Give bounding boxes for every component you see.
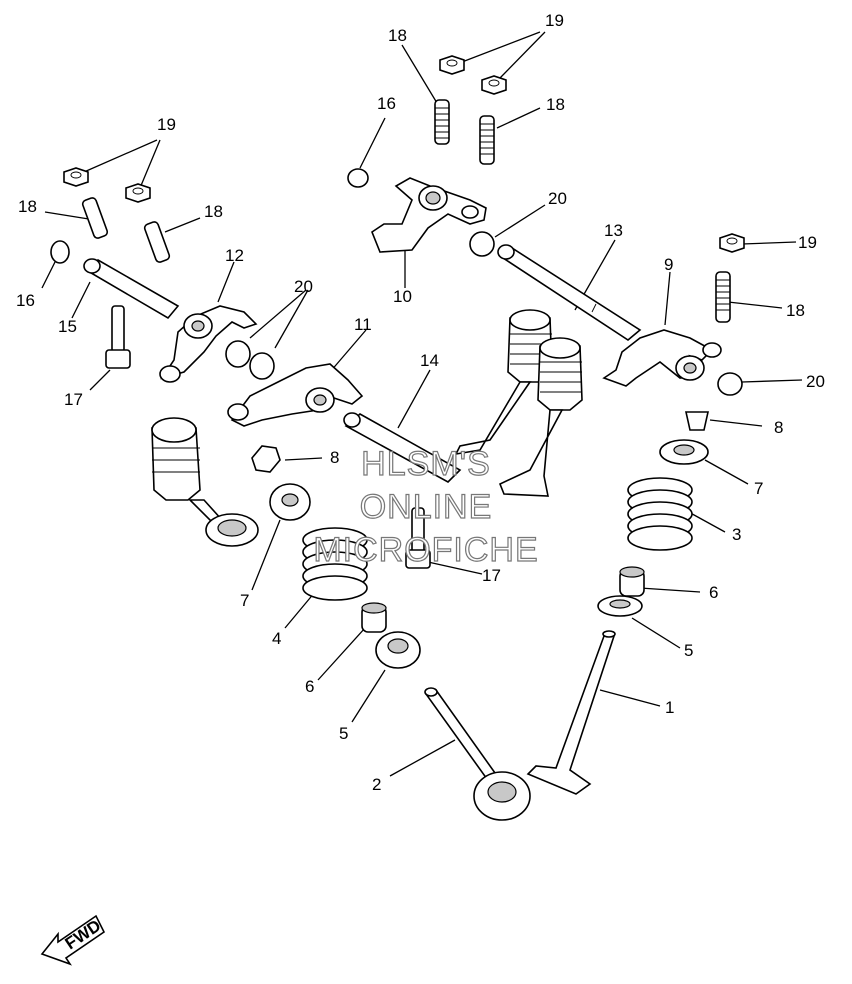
valve-seal-6-right bbox=[619, 566, 645, 597]
rocker-arm-11 bbox=[227, 363, 364, 427]
callout-9: 9 bbox=[664, 255, 673, 274]
washer-20-left-a bbox=[225, 340, 251, 368]
callout-18-right: 18 bbox=[786, 301, 805, 320]
bolt-17-center bbox=[405, 507, 431, 569]
rocker-shaft-14 bbox=[343, 412, 462, 483]
bolt-17-left bbox=[105, 305, 131, 369]
callout-16-top: 16 bbox=[377, 94, 396, 113]
washer-20-right bbox=[717, 372, 743, 396]
nut-19-left-a bbox=[63, 167, 89, 187]
valve-spring-3 bbox=[627, 477, 693, 551]
stud-18-left-b bbox=[143, 221, 171, 263]
callout-18-left-a: 18 bbox=[18, 197, 37, 216]
washer-20-top bbox=[469, 231, 495, 257]
valve-cotter-8-right bbox=[685, 411, 709, 431]
spring-seat-5-right bbox=[597, 595, 643, 617]
oring-16-top bbox=[347, 168, 369, 188]
stud-18-top-right bbox=[479, 115, 495, 165]
callout-7-right: 7 bbox=[754, 479, 763, 498]
callout-20-right: 20 bbox=[806, 372, 825, 391]
callout-15: 15 bbox=[58, 317, 77, 336]
stud-18-right bbox=[715, 271, 731, 323]
fwd-direction-arrow: FWD bbox=[40, 914, 106, 966]
callout-8-right: 8 bbox=[774, 418, 783, 437]
callout-10: 10 bbox=[393, 287, 412, 306]
callout-17-left: 17 bbox=[64, 390, 83, 409]
nut-19-top-right bbox=[481, 75, 507, 95]
stud-18-left-a bbox=[81, 197, 109, 239]
rocker-shaft-15 bbox=[83, 258, 180, 320]
callout-19-right: 19 bbox=[798, 233, 817, 252]
callout-5-right: 5 bbox=[684, 641, 693, 660]
callout-17-center: 17 bbox=[482, 566, 501, 585]
callout-20-left: 20 bbox=[294, 277, 313, 296]
oring-16-left bbox=[50, 240, 70, 264]
valve-tappet-center-b bbox=[498, 337, 583, 497]
rocker-arm-9 bbox=[602, 329, 722, 387]
callout-8-left: 8 bbox=[330, 448, 339, 467]
callout-6-left: 6 bbox=[305, 677, 314, 696]
callout-3: 3 bbox=[732, 525, 741, 544]
valve-spring-4 bbox=[302, 527, 368, 601]
callout-7-left: 7 bbox=[240, 591, 249, 610]
washer-20-left-b bbox=[249, 352, 275, 380]
valve-seal-6-left bbox=[361, 602, 387, 633]
rocker-shaft-13 bbox=[497, 244, 642, 341]
valve-1 bbox=[526, 630, 616, 795]
valve-tappet-center-a bbox=[454, 309, 553, 456]
callout-13: 13 bbox=[604, 221, 623, 240]
callout-20-top: 20 bbox=[548, 189, 567, 208]
spring-retainer-7-left bbox=[269, 483, 311, 521]
callout-11: 11 bbox=[354, 315, 372, 334]
callout-12: 12 bbox=[225, 246, 244, 265]
valve-cotter-8-left bbox=[251, 445, 281, 473]
spring-retainer-7-right bbox=[659, 439, 709, 465]
callout-16-left: 16 bbox=[16, 291, 35, 310]
nut-19-right bbox=[719, 233, 745, 253]
callout-2: 2 bbox=[372, 775, 381, 794]
callout-18-left-b: 18 bbox=[204, 202, 223, 221]
callout-5-left: 5 bbox=[339, 724, 348, 743]
callout-6-right: 6 bbox=[709, 583, 718, 602]
callout-14: 14 bbox=[420, 351, 439, 370]
leader-lines bbox=[41, 31, 803, 777]
spring-seat-5-left bbox=[375, 631, 421, 669]
callout-labels: 1 2 3 4 5 5 6 6 7 7 8 8 9 10 11 12 13 14… bbox=[16, 11, 825, 794]
stud-18-top-left bbox=[434, 99, 450, 145]
callout-1: 1 bbox=[665, 698, 674, 717]
callout-18-top-left: 18 bbox=[388, 26, 407, 45]
callout-4: 4 bbox=[272, 629, 281, 648]
nut-19-left-b bbox=[125, 183, 151, 203]
callout-19-top: 19 bbox=[545, 11, 564, 30]
callout-18-top-right: 18 bbox=[546, 95, 565, 114]
rocker-arm-12 bbox=[159, 305, 258, 383]
rocker-arm-10 bbox=[371, 177, 487, 253]
valve-tappet-left bbox=[151, 417, 259, 547]
nut-19-top-left bbox=[439, 55, 465, 75]
callout-19-left: 19 bbox=[157, 115, 176, 134]
valve-2 bbox=[424, 687, 531, 821]
